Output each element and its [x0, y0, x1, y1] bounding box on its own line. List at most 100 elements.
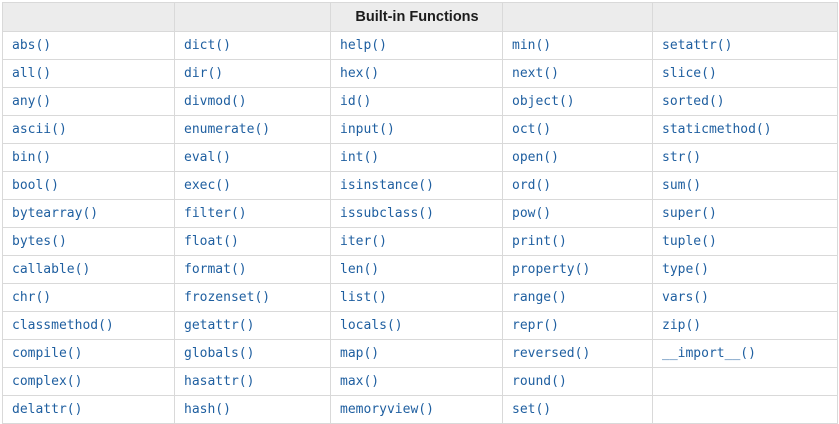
table-cell: len(): [330, 255, 503, 284]
function-link-issubclass[interactable]: issubclass(): [340, 206, 434, 221]
table-cell: bytearray(): [2, 199, 175, 228]
function-link-import[interactable]: __import__(): [662, 346, 756, 361]
table-cell: exec(): [174, 171, 331, 200]
function-link-oct[interactable]: oct(): [512, 122, 552, 137]
function-link-pow[interactable]: pow(): [512, 206, 552, 221]
function-link-sum[interactable]: sum(): [662, 178, 702, 193]
function-link-hex[interactable]: hex(): [340, 66, 380, 81]
function-link-all[interactable]: all(): [12, 66, 52, 81]
function-link-callable[interactable]: callable(): [12, 262, 91, 277]
function-link-tuple[interactable]: tuple(): [662, 234, 717, 249]
function-link-super[interactable]: super(): [662, 206, 717, 221]
function-link-bytes[interactable]: bytes(): [12, 234, 67, 249]
function-link-reversed[interactable]: reversed(): [512, 346, 591, 361]
function-link-divmod[interactable]: divmod(): [184, 94, 247, 109]
function-link-print[interactable]: print(): [512, 234, 567, 249]
function-link-type[interactable]: type(): [662, 262, 709, 277]
function-link-sorted[interactable]: sorted(): [662, 94, 725, 109]
table-cell: bool(): [2, 171, 175, 200]
function-link-globals[interactable]: globals(): [184, 346, 255, 361]
table-row: compile() globals() map() reversed() __i…: [2, 339, 838, 368]
header-cell-empty: [174, 2, 331, 32]
table-cell: enumerate(): [174, 115, 331, 144]
function-link-max[interactable]: max(): [340, 374, 380, 389]
header-cell-empty: [2, 2, 175, 32]
function-link-id[interactable]: id(): [340, 94, 372, 109]
table-cell: sorted(): [652, 87, 838, 116]
table-cell: frozenset(): [174, 283, 331, 312]
function-link-next[interactable]: next(): [512, 66, 559, 81]
function-link-map[interactable]: map(): [340, 346, 380, 361]
function-link-hash[interactable]: hash(): [184, 402, 231, 417]
function-link-abs[interactable]: abs(): [12, 38, 52, 53]
function-link-ascii[interactable]: ascii(): [12, 122, 67, 137]
function-link-setattr[interactable]: setattr(): [662, 38, 733, 53]
function-link-slice[interactable]: slice(): [662, 66, 717, 81]
function-link-classmethod[interactable]: classmethod(): [12, 318, 114, 333]
function-link-round[interactable]: round(): [512, 374, 567, 389]
table-cell: callable(): [2, 255, 175, 284]
function-link-format[interactable]: format(): [184, 262, 247, 277]
function-link-any[interactable]: any(): [12, 94, 52, 109]
function-link-set[interactable]: set(): [512, 402, 552, 417]
table-cell: pow(): [502, 199, 653, 228]
function-link-open[interactable]: open(): [512, 150, 559, 165]
function-link-bytearray[interactable]: bytearray(): [12, 206, 99, 221]
table-row: abs() dict() help() min() setattr(): [2, 31, 838, 60]
function-link-bin[interactable]: bin(): [12, 150, 52, 165]
function-link-zip[interactable]: zip(): [662, 318, 702, 333]
function-link-dict[interactable]: dict(): [184, 38, 231, 53]
function-link-dir[interactable]: dir(): [184, 66, 224, 81]
function-link-delattr[interactable]: delattr(): [12, 402, 83, 417]
function-link-help[interactable]: help(): [340, 38, 387, 53]
table-row: all() dir() hex() next() slice(): [2, 59, 838, 88]
function-link-locals[interactable]: locals(): [340, 318, 403, 333]
function-link-filter[interactable]: filter(): [184, 206, 247, 221]
function-link-min[interactable]: min(): [512, 38, 552, 53]
function-link-property[interactable]: property(): [512, 262, 591, 277]
header-cell-empty: [502, 2, 653, 32]
table-cell: help(): [330, 31, 503, 60]
table-cell: delattr(): [2, 395, 175, 424]
table-cell: all(): [2, 59, 175, 88]
function-link-iter[interactable]: iter(): [340, 234, 387, 249]
function-link-isinstance[interactable]: isinstance(): [340, 178, 434, 193]
table-cell: staticmethod(): [652, 115, 838, 144]
table-cell: memoryview(): [330, 395, 503, 424]
function-link-memoryview[interactable]: memoryview(): [340, 402, 434, 417]
table-cell: globals(): [174, 339, 331, 368]
function-link-len[interactable]: len(): [340, 262, 380, 277]
table-cell: isinstance(): [330, 171, 503, 200]
function-link-float[interactable]: float(): [184, 234, 239, 249]
table-cell: round(): [502, 367, 653, 396]
function-link-exec[interactable]: exec(): [184, 178, 231, 193]
table-cell: property(): [502, 255, 653, 284]
function-link-chr[interactable]: chr(): [12, 290, 52, 305]
function-link-object[interactable]: object(): [512, 94, 575, 109]
function-link-staticmethod[interactable]: staticmethod(): [662, 122, 772, 137]
table-row: ascii() enumerate() input() oct() static…: [2, 115, 838, 144]
function-link-repr[interactable]: repr(): [512, 318, 559, 333]
table-row: bin() eval() int() open() str(): [2, 143, 838, 172]
function-link-list[interactable]: list(): [340, 290, 387, 305]
table-cell: max(): [330, 367, 503, 396]
function-link-complex[interactable]: complex(): [12, 374, 83, 389]
function-link-eval[interactable]: eval(): [184, 150, 231, 165]
function-link-enumerate[interactable]: enumerate(): [184, 122, 271, 137]
function-link-str[interactable]: str(): [662, 150, 702, 165]
function-link-int[interactable]: int(): [340, 150, 380, 165]
function-link-compile[interactable]: compile(): [12, 346, 83, 361]
table-cell: reversed(): [502, 339, 653, 368]
function-link-range[interactable]: range(): [512, 290, 567, 305]
function-link-frozenset[interactable]: frozenset(): [184, 290, 271, 305]
function-link-ord[interactable]: ord(): [512, 178, 552, 193]
table-cell: abs(): [2, 31, 175, 60]
function-link-bool[interactable]: bool(): [12, 178, 59, 193]
table-cell: repr(): [502, 311, 653, 340]
function-link-vars[interactable]: vars(): [662, 290, 709, 305]
function-link-getattr[interactable]: getattr(): [184, 318, 255, 333]
function-link-hasattr[interactable]: hasattr(): [184, 374, 255, 389]
table-cell: float(): [174, 227, 331, 256]
table-cell: min(): [502, 31, 653, 60]
function-link-input[interactable]: input(): [340, 122, 395, 137]
